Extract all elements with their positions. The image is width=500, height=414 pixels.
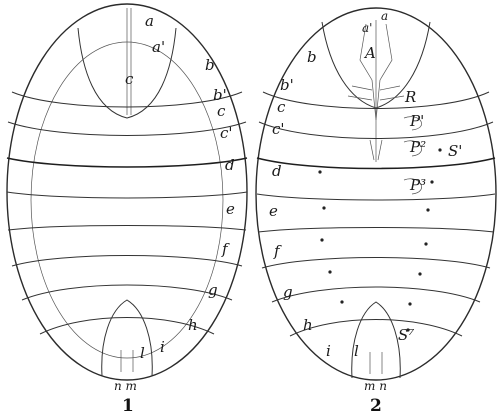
figure-1-segment-line bbox=[22, 285, 232, 300]
fig2-label-b: b bbox=[307, 48, 317, 66]
fig2-label-P3: P³ bbox=[409, 176, 426, 194]
fig2-label-b1: b' bbox=[280, 76, 294, 94]
figure-1-segment-line bbox=[7, 158, 247, 167]
fig2-label-l: l bbox=[354, 342, 359, 360]
fig1-label-i: i bbox=[160, 338, 165, 356]
figure-2-segment-line bbox=[262, 258, 490, 269]
figure-1-anal-plate bbox=[102, 300, 153, 376]
fig1-label-d: d bbox=[225, 156, 235, 174]
fig1-label-e: e bbox=[226, 200, 235, 218]
fig2-label-P1: P' bbox=[409, 112, 424, 130]
fig1-label-c: c bbox=[217, 102, 226, 120]
fig2-label-g: g bbox=[283, 283, 293, 301]
fig2-label-P2: P² bbox=[409, 138, 426, 156]
figure-1-segment-line bbox=[12, 256, 242, 267]
fig1-label-a: a bbox=[145, 12, 154, 30]
figure-1-anal-slit bbox=[121, 350, 133, 372]
fig2-label-c: c bbox=[277, 98, 286, 116]
fig1-label-c1: c' bbox=[220, 124, 233, 142]
figure-2-segment-line bbox=[258, 228, 494, 233]
fig2-label-S1: S' bbox=[448, 142, 462, 160]
figure-2-anal-plate bbox=[352, 302, 401, 378]
fig1-label-f: f bbox=[221, 240, 230, 258]
figure-2-antenna-appendage bbox=[348, 20, 404, 162]
fig1-label-b: b bbox=[205, 56, 215, 74]
figure-1-segment-line bbox=[8, 122, 246, 136]
fig2-label-e: e bbox=[269, 202, 278, 220]
fig2-label-S7: S⁷ bbox=[398, 326, 414, 344]
figure-2-number: 2 bbox=[370, 396, 382, 414]
fig1-label-c-mid: c bbox=[125, 70, 134, 88]
fig1-label-a1: a' bbox=[152, 38, 165, 56]
fig2-label-A: A bbox=[363, 44, 376, 62]
figure-1-segment-line bbox=[8, 226, 246, 231]
figure-2-dorsal-view: a a' A b b' c c' R P' S' P² P³ d e f g h… bbox=[256, 8, 496, 414]
fig2-label-R: R bbox=[404, 88, 416, 106]
fig2-label-a: a bbox=[381, 9, 388, 23]
fig2-label-h: h bbox=[303, 316, 313, 334]
fig2-label-i: i bbox=[326, 342, 331, 360]
figure-2-anal-slit bbox=[370, 352, 382, 374]
figure-2-segment-line bbox=[290, 320, 462, 337]
fig2-label-a1: a' bbox=[362, 21, 372, 35]
fig2-label-mn: m n bbox=[364, 379, 387, 393]
fig1-label-nm: n m bbox=[114, 379, 137, 393]
fig1-label-g: g bbox=[208, 281, 218, 299]
fig2-label-f: f bbox=[273, 242, 282, 260]
figure-1-ventral-view: a a' c b b' c c' d e f g h i l n m 1 bbox=[7, 4, 247, 414]
figure-2-segment-line bbox=[257, 194, 495, 200]
fig2-label-c1: c' bbox=[272, 120, 285, 138]
figure-2-segment-line bbox=[272, 287, 480, 302]
fig2-label-d: d bbox=[272, 162, 282, 180]
fig1-label-l: l bbox=[140, 344, 145, 362]
fig1-label-h: h bbox=[188, 316, 198, 334]
figure-1-segment-line bbox=[7, 192, 247, 198]
figure-1-number: 1 bbox=[122, 396, 134, 414]
